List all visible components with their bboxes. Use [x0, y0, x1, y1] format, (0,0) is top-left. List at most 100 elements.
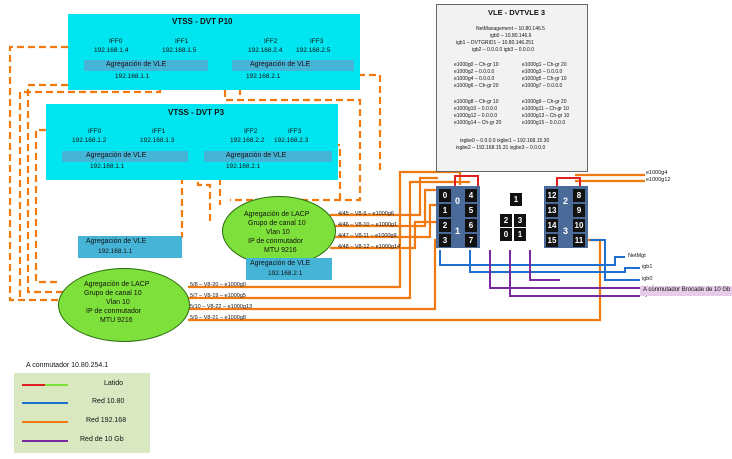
switch-mid-port: 3: [514, 214, 526, 227]
conn-top-2: 4/47 – V8-11 – e1000g9: [338, 233, 397, 239]
agg-mid-right-label: Agregación de VLE: [250, 260, 311, 267]
switch-left-port: 0: [439, 189, 451, 202]
switch-left-port: 7: [465, 234, 477, 247]
vtss-p3-iff0-ip: 192.168.1.2: [72, 137, 107, 144]
conn-bottom-0: 5/8 – V8-20 – e1000g0: [190, 282, 246, 288]
vle-port-r1: e1000g3 – 0.0.0.0: [522, 69, 563, 75]
vle-port-l7: e1000g12 – 0.0.0.0: [454, 113, 498, 119]
switch-left-port: 1: [439, 204, 451, 217]
brocade-label: A conmutador Brocade de 10 Gb: [643, 287, 731, 293]
switch-right-port: 12: [546, 189, 558, 202]
conn-bottom-2: 5/10 – V8-22 – e1000g13: [190, 304, 253, 310]
conn-top-0: 4/45 – V8-9 – e1000g6: [338, 211, 394, 217]
vtss-p3-box: [46, 104, 338, 180]
switch-right-port: 8: [573, 189, 585, 202]
vtss-p3-agg-a-ip: 192.168.1.1: [90, 163, 125, 170]
vtss-p3-agg-b: [204, 151, 332, 162]
vtss-p10-iff1-ip: 192.168.1.5: [162, 47, 197, 54]
vtss-p3-agg-a-label: Agregación de VLE: [86, 152, 147, 159]
brocade-box: [640, 286, 732, 296]
legend-label-red1080: Red 10.80: [92, 398, 125, 405]
switch-right-port: 10: [573, 219, 585, 232]
legend-title: A conmutador 10.80.254.1: [26, 362, 109, 369]
switch-left-port: 6: [465, 219, 477, 232]
vtss-p10-iff3-ip: 192.168.2.5: [296, 47, 331, 54]
switch-right-port: 15: [546, 234, 558, 247]
right-label-b: e1000g12: [646, 177, 671, 183]
conn-bottom-1: 5/7 – V8-19 – e1000g5: [190, 293, 246, 299]
vtss-p3-iff1-name: IFF1: [152, 128, 166, 135]
switch-mid-port: 1: [514, 228, 526, 241]
lacp-bottom-ellipse: [58, 268, 190, 342]
vle-port-r2: e1000g5 – Ch-gr 10: [522, 76, 567, 82]
lacp-bottom-line-4: MTU 9216: [100, 317, 133, 324]
switch-mid-port: 0: [500, 228, 512, 241]
conn-top-1: 4/46 – V8-10 – e1000g1: [338, 222, 398, 228]
vle-port-l0: e1000g0 – Ch-gr 10: [454, 62, 499, 68]
switch-left-port: 4: [465, 189, 477, 202]
vle-port-l2: e1000g4 – 0.0.0.0: [454, 76, 495, 82]
vle-ixgbe-0: ixgbe0 – 0.0.0.0 ixgbe1 – 192.168.15.30: [460, 138, 550, 144]
lacp-top-line-4: MTU 9216: [264, 247, 297, 254]
right-label-igb0: igb0: [642, 276, 653, 282]
legend-box: [14, 373, 150, 453]
vle-ixgbe-1: ixgbe2 – 192.168.15.31 ixgbe3 – 0.0.0.0: [456, 145, 546, 151]
right-label-igb1: igb1: [642, 264, 653, 270]
vtss-p3-iff3-ip: 192.168.2.3: [274, 137, 309, 144]
agg-mid-left-ip: 192.168.1.1: [98, 248, 133, 255]
vtss-p3-iff2-ip: 192.168.2.2: [230, 137, 265, 144]
switch-left-num-1: 1: [455, 226, 461, 236]
lacp-bottom-line-3: IP de conmutador: [86, 308, 142, 315]
right-label-netmgt: NetMgt: [628, 253, 646, 259]
legend-label-red10gb: Red de 10 Gb: [80, 436, 124, 443]
conn-bottom-3: 5/9 – V8-21 – e1000g8: [190, 315, 246, 321]
vle-port-l8: e1000g14 – Ch-gr 20: [454, 120, 502, 126]
legend-label-red192: Red 192.168: [86, 417, 127, 424]
agg-mid-left: [78, 236, 182, 258]
switch-right-port: 9: [573, 204, 585, 217]
switch-left-port: 2: [439, 219, 451, 232]
vle-title: VLE - DVTVLE 3: [488, 8, 546, 17]
switch-right-port: 11: [573, 234, 585, 247]
agg-mid-left-label: Agregación de VLE: [86, 238, 147, 245]
vtss-p10-iff0-name: IFF0: [109, 38, 123, 45]
vtss-p3-iff2-name: IFF2: [244, 128, 258, 135]
lacp-top-line-0: Agregación de LACP: [244, 211, 310, 218]
lacp-bottom-line-1: Grupo de canal 10: [84, 290, 142, 297]
vtss-p10-iff3-name: IFF3: [310, 38, 324, 45]
lacp-top-line-2: Vlan 10: [266, 229, 290, 236]
lacp-top-ellipse: [222, 196, 336, 266]
vtss-p3-agg-b-ip: 192.168.2.1: [226, 163, 261, 170]
switch-right-num-1: 3: [563, 226, 569, 236]
conn-top-3: 4/48 – V8-12 – e1000g14: [338, 244, 401, 250]
vle-port-l5: e1000g8 – Ch-gr 10: [454, 99, 499, 105]
vle-port-r8: e1000g15 – 0.0.0.0: [522, 120, 566, 126]
legend-swatch-latido: [22, 384, 68, 386]
vtss-p10-title: VTSS - DVT P10: [172, 17, 233, 26]
vtss-p10-agg-b-label: Agregación de VLE: [250, 61, 311, 68]
switch-right-num-0: 2: [563, 196, 569, 206]
vle-line-0: NetManagement – 10.80.146.5: [476, 26, 545, 32]
switch-left-port: 3: [439, 234, 451, 247]
lacp-top-line-3: IP de conmutador: [248, 238, 304, 245]
lacp-top-line-1: Grupo de canal 10: [248, 220, 306, 227]
agg-mid-right: [246, 258, 332, 280]
switch-mid-port: 1: [510, 193, 522, 206]
legend-swatch-red10gb: [22, 440, 68, 442]
vle-panel: [436, 4, 588, 172]
vle-line-3: igb2 – 0.0.0.0 igb3 – 0.0.0.0: [472, 47, 534, 53]
lacp-bottom-line-0: Agregación de LACP: [84, 281, 150, 288]
vtss-p10-iff0-ip: 192.168.1.4: [94, 47, 129, 54]
vle-port-r0: e1000g1 – Ch-gr 20: [522, 62, 567, 68]
vle-port-r3: e1000g7 – 0.0.0.0: [522, 83, 563, 89]
vtss-p3-agg-b-label: Agregación de VLE: [226, 152, 287, 159]
vtss-p10-iff2-ip: 192.168.2.4: [248, 47, 283, 54]
vtss-p3-agg-a: [62, 151, 188, 162]
vtss-p3-iff3-name: IFF3: [288, 128, 302, 135]
vtss-p3-iff0-name: IFF0: [88, 128, 102, 135]
agg-mid-right-ip: 192.168.2.1: [268, 270, 303, 277]
lacp-bottom-line-2: Vlan 10: [106, 299, 130, 306]
vle-port-r6: e1000g11 – Ch-gr 10: [522, 106, 569, 112]
vle-port-r5: e1000g9 – Ch-gr 20: [522, 99, 567, 105]
vle-port-l1: e1000g2 – 0.0.0.0: [454, 69, 495, 75]
